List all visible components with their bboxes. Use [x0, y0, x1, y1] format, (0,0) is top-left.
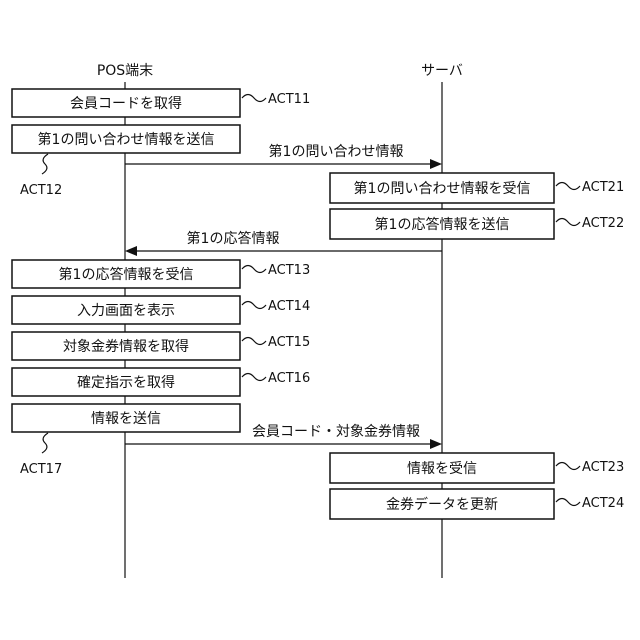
act-label-act15: ACT15 [268, 335, 310, 350]
act15-leader [242, 338, 266, 345]
act14-leader [242, 302, 266, 309]
act16-leader [242, 374, 266, 381]
actor-pos-terminal: POS端末 [97, 63, 153, 79]
server-step-label: 情報を受信 [407, 461, 477, 477]
pos-step-label: 確定指示を取得 [77, 374, 175, 391]
act24-leader [556, 499, 580, 506]
actor-server: サーバ [421, 63, 463, 79]
pos-step-act16: 確定指示を取得 [12, 368, 240, 396]
pos-step-label: 入力画面を表示 [77, 303, 175, 319]
act-label-act12: ACT12 [20, 183, 62, 198]
act-label-act17: ACT17 [20, 462, 62, 477]
pos-step-act14: 入力画面を表示 [12, 296, 240, 324]
pos-step-label: 会員コードを取得 [70, 95, 182, 112]
pos-step-label: 対象金券情報を取得 [63, 338, 189, 355]
act17-leader [42, 433, 48, 453]
act-label-act21: ACT21 [582, 180, 624, 195]
server-step-act22: 第1の応答情報を送信 [330, 209, 554, 239]
pos-step-act13: 第1の応答情報を受信 [12, 260, 240, 288]
pos-step-act17: 情報を送信 [12, 404, 240, 432]
pos-step-act11: 会員コードを取得 [12, 89, 240, 117]
arrowhead-right [430, 159, 442, 169]
act-label-act22: ACT22 [582, 216, 624, 231]
act-label-act16: ACT16 [268, 371, 310, 386]
pos-step-act12: 第1の問い合わせ情報を送信 [12, 125, 240, 153]
act13-leader [242, 266, 266, 273]
pos-step-label: 情報を送信 [91, 411, 161, 427]
server-step-label: 第1の応答情報を送信 [375, 216, 510, 233]
act21-leader [556, 183, 580, 190]
act-label-act13: ACT13 [268, 263, 310, 278]
act-label-act24: ACT24 [582, 496, 624, 511]
server-step-act21: 第1の問い合わせ情報を受信 [330, 173, 554, 203]
message-label: 第1の応答情報 [187, 230, 280, 247]
server-step-act24: 金券データを更新 [330, 489, 554, 519]
server-step-act23: 情報を受信 [330, 453, 554, 483]
pos-step-label: 第1の問い合わせ情報を送信 [38, 131, 215, 148]
server-step-label: 金券データを更新 [386, 496, 498, 513]
act22-leader [556, 219, 580, 226]
act-label-act11: ACT11 [268, 92, 310, 107]
server-step-label: 第1の問い合わせ情報を受信 [354, 180, 531, 197]
arrowhead-left [125, 246, 137, 256]
pos-step-act15: 対象金券情報を取得 [12, 332, 240, 360]
act23-leader [556, 463, 580, 470]
arrowhead-right [430, 439, 442, 449]
act12-leader [42, 154, 48, 174]
act11-leader [242, 95, 266, 102]
act-label-act23: ACT23 [582, 460, 624, 475]
pos-step-label: 第1の応答情報を受信 [59, 266, 194, 283]
message-label: 第1の問い合わせ情報 [269, 143, 404, 160]
message-label: 会員コード・対象金券情報 [252, 424, 420, 440]
act-label-act14: ACT14 [268, 299, 310, 314]
